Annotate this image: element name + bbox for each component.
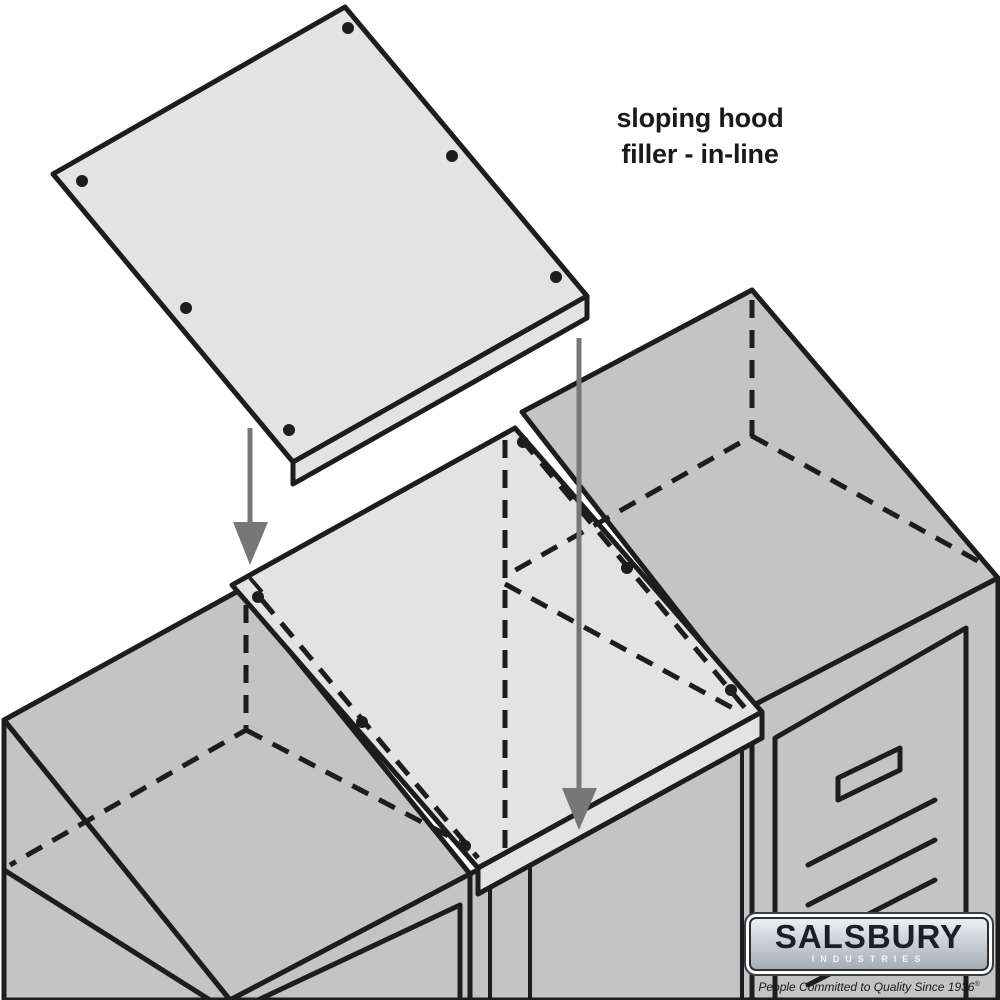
floating-hood-filler-lip (290, 293, 590, 487)
logo-subtitle: INDUSTRIES (811, 954, 927, 964)
left-locker-body-edge (2, 867, 212, 1000)
part-caption: sloping hood filler - in-line (560, 100, 840, 172)
registered-mark: ® (974, 981, 980, 988)
install-arrow-left (233, 428, 268, 565)
installed-hood-filler-lip (475, 709, 765, 897)
left-locker-body (1, 717, 233, 1000)
salsbury-logo: SALSBURY INDUSTRIES (744, 912, 994, 976)
caption-line-2: filler - in-line (621, 139, 779, 169)
logo-tagline: People Committed to Quality Since 1936® (740, 977, 998, 995)
door-handle-slot (835, 745, 903, 803)
install-arrow-right (562, 338, 597, 830)
floating-filler-screws (76, 22, 562, 436)
hidden-edges (8, 300, 987, 868)
floating-hood-filler (50, 4, 590, 465)
caption-line-1: sloping hood (616, 103, 784, 133)
tagline-text: People Committed to Quality Since 1936 (758, 980, 975, 994)
logo-name: SALSBURY (774, 918, 964, 955)
left-locker-door (255, 902, 463, 1000)
installed-filler-screws (252, 436, 737, 852)
filler-tick-left (248, 576, 264, 594)
